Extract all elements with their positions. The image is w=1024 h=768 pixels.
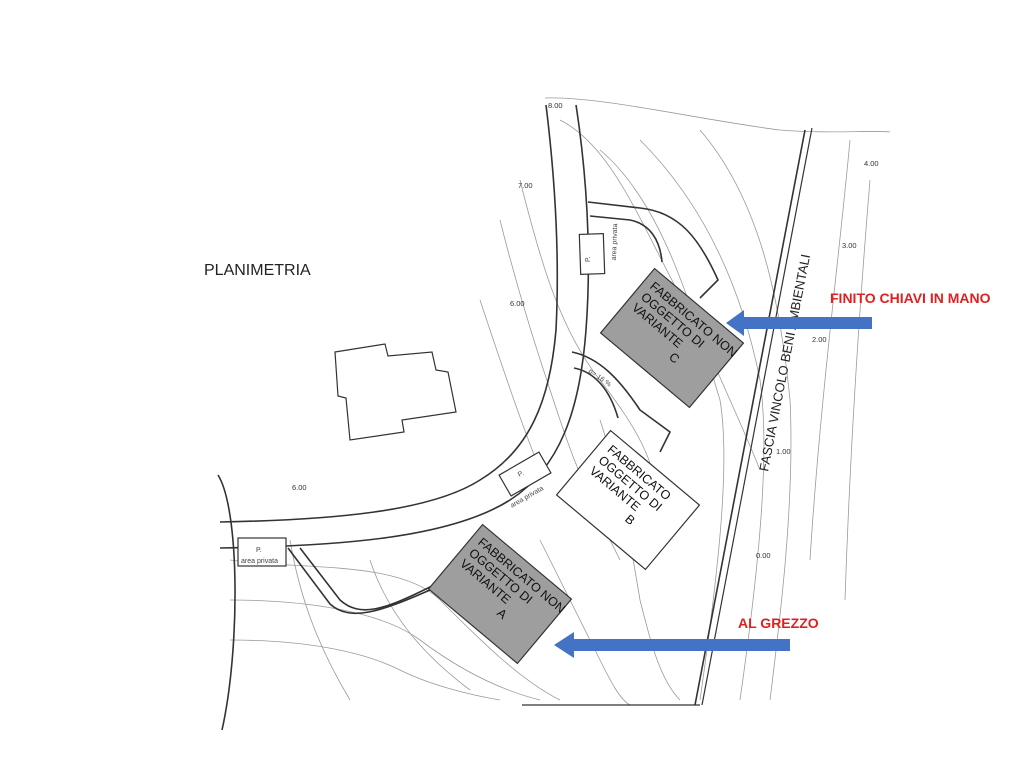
zone-label: FASCIA VINCOLO BENI AMBIENTALI <box>756 253 813 473</box>
private-area-middle <box>498 451 552 497</box>
arrow-raw <box>554 632 790 658</box>
elevation-label: 7.00 <box>518 181 533 190</box>
annotation-finished: FINITO CHIAVI IN MANO <box>830 290 991 306</box>
building-c: FABBRICATO NON OGGETTO DI VARIANTE C <box>599 267 745 409</box>
elevation-label: 6.00 <box>292 483 307 492</box>
building-b: FABBRICATO OGGETTO DI VARIANTE B <box>555 429 701 571</box>
zone-boundary <box>522 127 813 706</box>
building-a: FABBRICATO NON OGGETTO DI VARIANTE A <box>427 523 573 665</box>
annotation-raw: AL GREZZO <box>738 615 819 631</box>
private-area-lower <box>237 537 287 567</box>
elevation-label: 6.00 <box>510 299 525 308</box>
parking-p-label: P. <box>517 470 525 479</box>
neighbour-building-outline <box>334 343 457 441</box>
elevation-label: 4.00 <box>864 159 879 168</box>
private-area-label: area privata <box>241 558 278 565</box>
plan-title: PLANIMETRIA <box>204 262 311 279</box>
elevation-label: 8.00 <box>548 101 563 110</box>
elevation-label: 0.00 <box>756 551 771 560</box>
private-area-upper <box>578 232 606 276</box>
elevation-label: 3.00 <box>842 241 857 250</box>
driveways <box>287 201 719 615</box>
parking-p-label: P. <box>256 547 262 554</box>
elevation-label: 2.00 <box>812 335 827 344</box>
parking-p-label: P. <box>585 256 592 262</box>
elevation-label: 1.00 <box>776 447 791 456</box>
arrow-finished <box>726 310 872 336</box>
access-road <box>217 104 590 731</box>
private-area-label: area privata <box>611 223 619 260</box>
